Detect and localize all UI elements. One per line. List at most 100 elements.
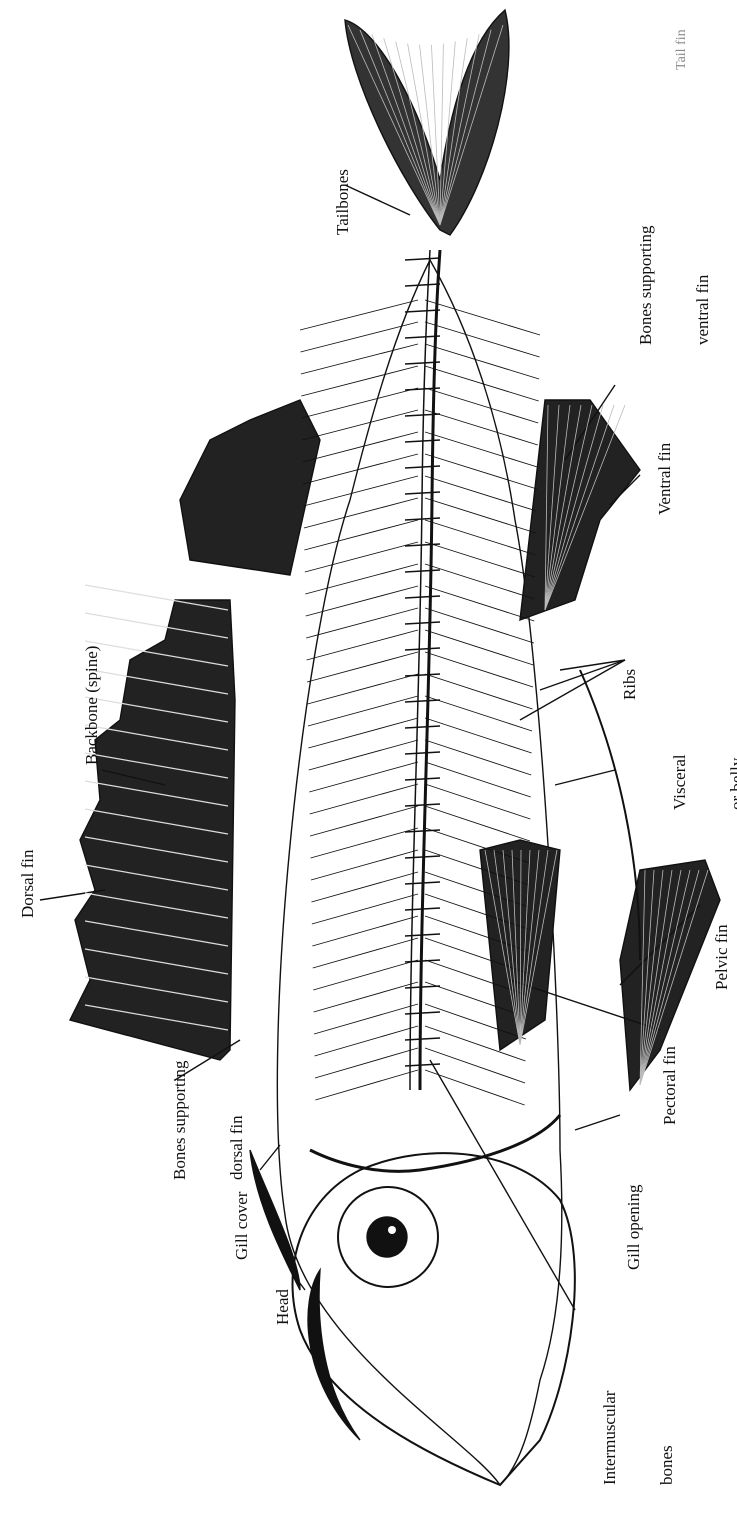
rib-upper xyxy=(304,520,418,550)
dorsal-fin-ray xyxy=(85,585,228,610)
label-gill-opening: Gill opening xyxy=(624,1185,643,1270)
vertebra xyxy=(405,258,440,260)
rib-lower xyxy=(425,564,535,599)
rib-upper xyxy=(314,1004,418,1034)
rib-upper xyxy=(300,300,418,330)
rib-upper xyxy=(306,586,418,616)
rib-lower xyxy=(425,696,532,731)
rib-lower xyxy=(425,762,531,797)
vertebra xyxy=(405,882,440,884)
rib-lower xyxy=(425,366,539,401)
rib-upper xyxy=(309,762,418,792)
rib-lower xyxy=(425,498,536,533)
label-bones-supporting-ventral-fin-line2: ventral fin xyxy=(693,226,712,345)
rib-upper xyxy=(315,1026,418,1056)
rib-upper xyxy=(311,850,418,880)
label-bones-supporting-dorsal-fin-line2: dorsal fin xyxy=(227,1061,246,1180)
vertebra xyxy=(405,700,440,702)
vertebra xyxy=(405,726,440,728)
rib-lower xyxy=(425,586,534,621)
rib-upper xyxy=(308,718,418,748)
rib-upper xyxy=(307,674,418,704)
rib-lower xyxy=(425,652,533,687)
rib-lower xyxy=(425,344,539,379)
gill-opening-arc xyxy=(310,1115,560,1171)
rib-upper xyxy=(312,916,418,946)
vertebra xyxy=(405,960,440,962)
rib-lower xyxy=(425,1070,525,1105)
label-dorsal-fin: Dorsal fin xyxy=(18,850,37,918)
rib-upper xyxy=(300,322,418,352)
vertebra xyxy=(405,856,440,858)
rib-upper xyxy=(310,806,418,836)
rib-upper xyxy=(310,784,418,814)
label-ribs: Ribs xyxy=(620,669,639,700)
rib-upper xyxy=(315,1048,418,1078)
rib-lower xyxy=(425,630,533,665)
rib-upper xyxy=(305,542,418,572)
rib-upper xyxy=(307,652,418,682)
rib-upper xyxy=(302,388,418,418)
rib-upper xyxy=(304,498,418,528)
eye-highlight xyxy=(388,1226,396,1234)
rib-lower xyxy=(425,542,535,577)
rib-upper xyxy=(311,828,418,858)
rib-lower xyxy=(425,806,530,841)
dorsal-fin-soft xyxy=(180,400,320,575)
label-tailbones: Tailbones xyxy=(333,169,352,235)
vertebra xyxy=(405,778,440,780)
vertebra xyxy=(405,570,440,572)
rib-upper xyxy=(307,630,418,660)
vertebra xyxy=(405,310,440,312)
rib-lower xyxy=(425,388,538,423)
rib-lower xyxy=(425,322,540,357)
rib-upper xyxy=(309,740,418,770)
leader-ribs-2 xyxy=(540,660,625,690)
vertebra xyxy=(405,492,440,494)
label-tail-fin: Tail fin xyxy=(672,29,691,70)
rib-upper xyxy=(308,696,418,726)
rib-lower xyxy=(425,520,536,555)
rib-upper xyxy=(314,982,418,1012)
label-ventral-fin: Ventral fin xyxy=(655,443,674,515)
rib-upper xyxy=(315,1070,418,1100)
rib-upper xyxy=(301,344,418,374)
label-pelvic-fin: Pelvic fin xyxy=(712,924,731,990)
label-intermuscular-bones-line2: bones xyxy=(657,1391,676,1485)
label-visceral-cavity-line1: Visceral xyxy=(670,754,689,810)
rib-lower xyxy=(425,454,537,489)
rib-upper xyxy=(305,564,418,594)
leader-gill-opening xyxy=(575,1115,620,1130)
rib-lower xyxy=(425,432,537,467)
rib-lower xyxy=(425,476,536,511)
rib-upper xyxy=(301,366,418,396)
vertebra xyxy=(405,648,440,650)
vertebra xyxy=(405,908,440,910)
label-backbone: Backbone (spine) xyxy=(82,646,101,765)
label-visceral-cavity-line2: or belly xyxy=(727,754,737,810)
leader-tailbones xyxy=(345,185,410,215)
rib-upper xyxy=(302,410,418,440)
ventral-fin xyxy=(520,400,640,620)
rib-lower xyxy=(425,300,540,335)
vertebra xyxy=(405,752,440,754)
rib-upper xyxy=(313,960,418,990)
label-pectoral-fin: Pectoral fin xyxy=(660,1046,679,1125)
label-visceral-cavity: Visceral or belly cavity xyxy=(632,754,737,810)
label-bones-supporting-dorsal-fin: Bones supporting dorsal fin xyxy=(132,1061,284,1180)
label-bones-supporting-dorsal-fin-line1: Bones supporting xyxy=(170,1061,189,1180)
vertebra xyxy=(405,466,440,468)
vertebra xyxy=(405,596,440,598)
head-shading xyxy=(308,1270,360,1440)
vertebra xyxy=(405,518,440,520)
rib-upper xyxy=(311,872,418,902)
rib-upper xyxy=(312,894,418,924)
rib-lower xyxy=(425,740,531,775)
rib-lower xyxy=(425,410,538,445)
vertebra xyxy=(405,934,440,936)
rib-lower xyxy=(425,784,530,819)
label-bones-supporting-ventral-fin-line1: Bones supporting xyxy=(636,226,655,345)
vertebra xyxy=(405,986,440,988)
vertebra xyxy=(405,284,440,286)
rib-lower xyxy=(425,718,532,753)
